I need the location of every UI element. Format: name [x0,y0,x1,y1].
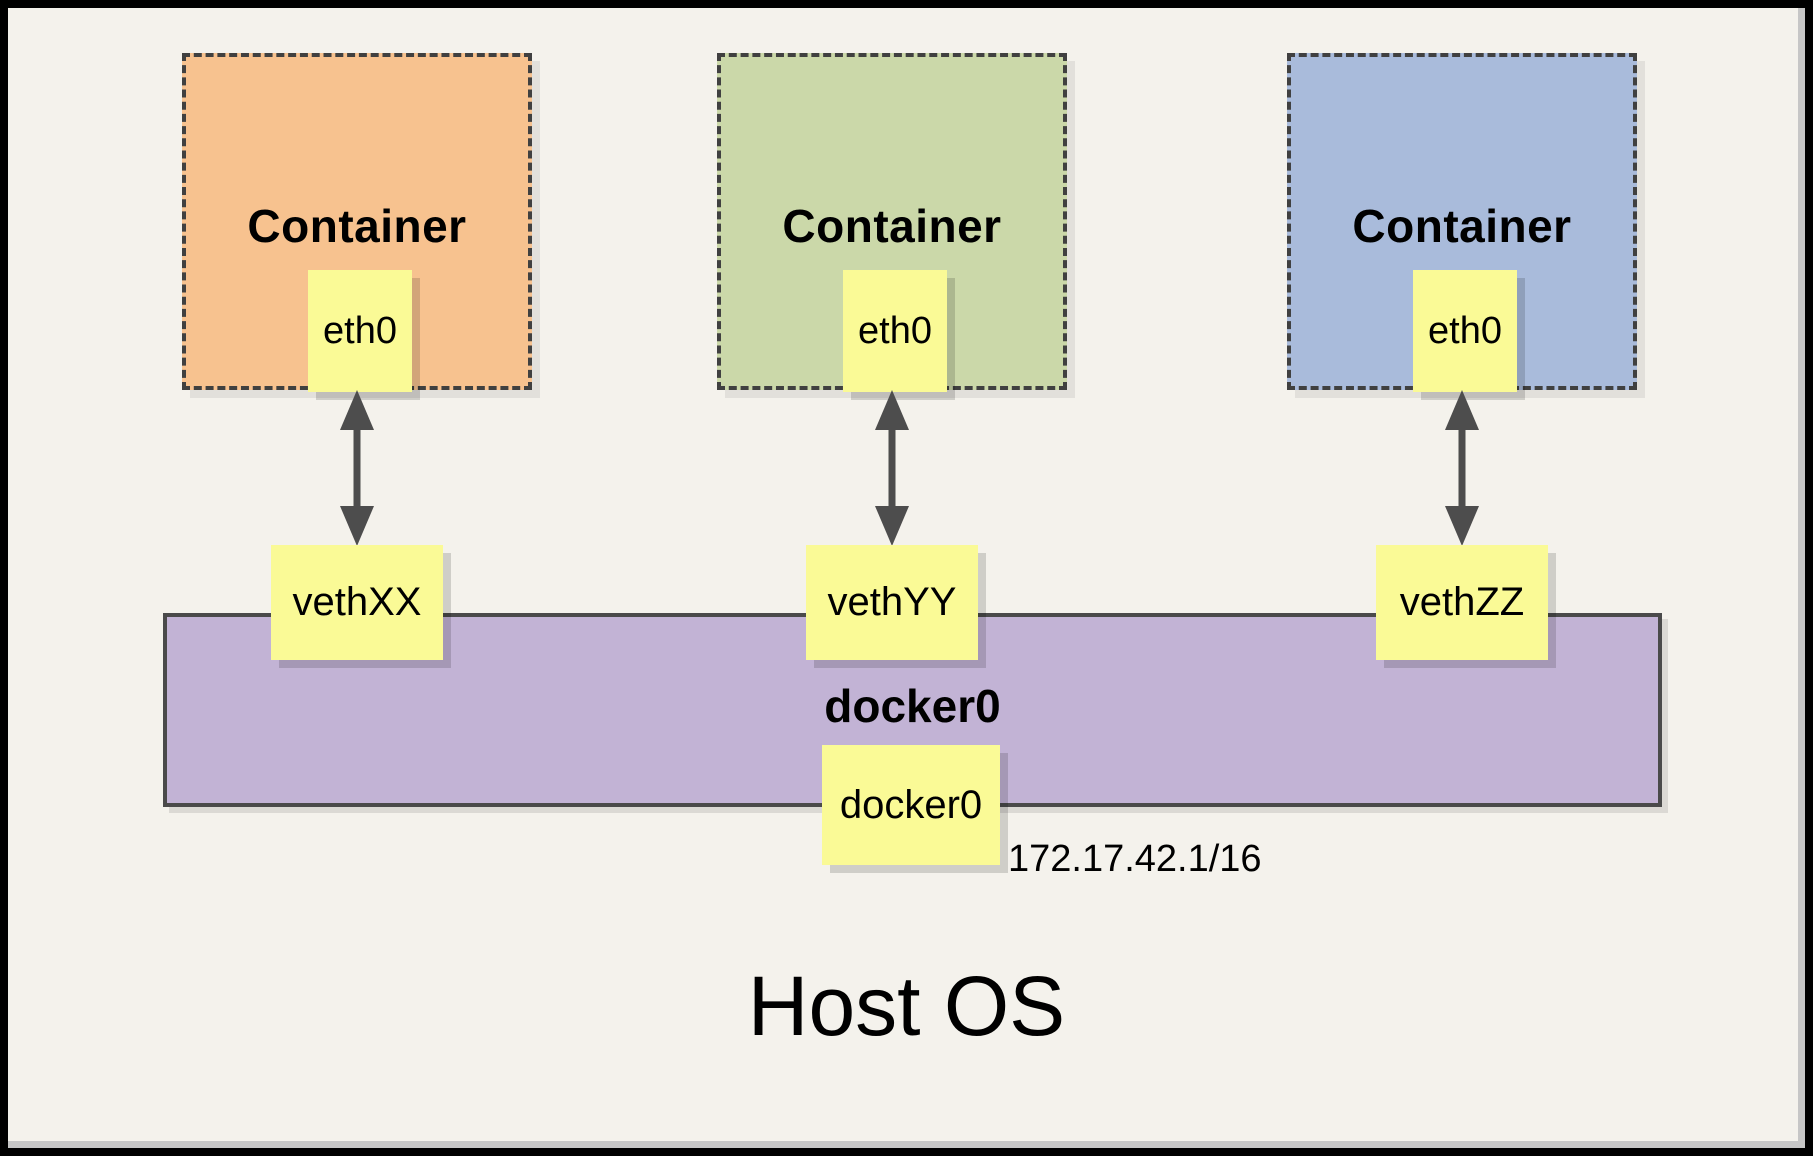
docker0-interface-box: docker0 [822,745,1000,865]
vethZZ-box: vethZZ [1376,545,1548,660]
eth0-label-1: eth0 [323,309,397,352]
container-title-3: Container [1352,200,1572,252]
eth0-box-1: eth0 [308,270,412,392]
vethZZ-label: vethZZ [1399,580,1525,624]
docker0-interface-label: docker0 [839,782,983,827]
vethXX-label: vethXX [292,580,422,624]
eth0-label-3: eth0 [1428,309,1502,352]
container-title-1: Container [247,200,467,252]
container-title-2: Container [782,200,1002,252]
vethYY-box: vethYY [806,545,978,660]
bidirectional-arrow-icon-1 [340,390,374,546]
vethYY-label: vethYY [827,580,957,624]
eth0-label-2: eth0 [858,309,932,352]
bidirectional-arrow-icon-2 [875,390,909,546]
container-box-3: Container eth0 [1287,53,1637,392]
bidirectional-arrow-icon-3 [1445,390,1479,546]
vethXX-box: vethXX [271,545,443,660]
container-box-1: Container eth0 [182,53,532,392]
host-os-label: Host OS [747,959,1066,1053]
docker0-ip-address: 172.17.42.1/16 [1008,838,1262,880]
container-box-2: Container eth0 [717,53,1067,392]
docker0-bridge-title: docker0 [824,680,1001,732]
eth0-box-3: eth0 [1413,270,1517,392]
eth0-box-2: eth0 [843,270,947,392]
